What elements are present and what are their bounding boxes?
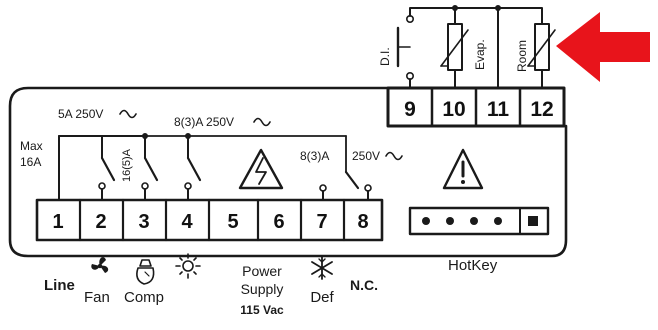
- power-label-line2: Supply: [241, 281, 284, 297]
- def-relay-contact: [344, 170, 360, 190]
- di-label: D.I.: [378, 47, 392, 66]
- hotkey-frame: [408, 206, 550, 236]
- room-label: Room: [515, 40, 529, 72]
- terminal-2: 2: [95, 211, 106, 233]
- comp-relay-contact: [143, 156, 159, 182]
- def-voltage: 250V: [352, 149, 380, 163]
- hotkey-connector: [408, 206, 550, 236]
- ac-symbol: [119, 109, 137, 119]
- light-icon: [175, 253, 201, 279]
- pin: [422, 217, 430, 225]
- fan-relay-contact: [100, 156, 116, 182]
- terminal-4: 4: [181, 211, 193, 233]
- sensor-wiring: D.I. Evap. Room: [378, 5, 556, 89]
- fan-icon: [91, 257, 109, 273]
- probe-slash: [440, 29, 469, 67]
- arrow-icon: [556, 12, 650, 82]
- main-terminal-block: 1 2 3 4 5 6 7 8: [35, 198, 384, 242]
- relay-wiring: [58, 133, 372, 201]
- fan-label: Fan: [84, 289, 110, 306]
- comp-label: Comp: [124, 289, 164, 306]
- comp-rating: 16(5)A: [121, 148, 133, 182]
- terminal-6: 6: [273, 211, 284, 233]
- evap-label: Evap.: [473, 39, 487, 70]
- fan-rating: 5A 250V: [58, 107, 103, 121]
- probe-slash: [527, 29, 556, 67]
- terminal-10: 10: [442, 98, 465, 121]
- terminal-7: 7: [316, 211, 327, 233]
- pin: [528, 216, 538, 226]
- light-relay-contact: [186, 156, 202, 182]
- max-label-line1: Max: [20, 139, 43, 153]
- terminal-3: 3: [138, 211, 149, 233]
- pin: [470, 217, 478, 225]
- terminal-8: 8: [357, 211, 368, 233]
- pin: [494, 217, 502, 225]
- defrost-icon: [311, 256, 333, 280]
- terminal-11: 11: [487, 98, 510, 121]
- controller-housing: [8, 86, 568, 258]
- voltage-label: 115 Vac: [240, 303, 284, 317]
- terminal-5: 5: [227, 211, 238, 233]
- hotkey-label: HotKey: [448, 257, 498, 274]
- ac-symbol: [253, 117, 271, 127]
- terminal-1: 1: [52, 211, 63, 233]
- relay-rating: 8(3)A 250V: [174, 115, 234, 129]
- ac-symbol: [385, 151, 403, 161]
- power-label-line1: Power: [242, 263, 282, 279]
- sensor-bus: [409, 7, 543, 17]
- contact-terminal: [405, 15, 414, 24]
- def-rating: 8(3)A: [300, 149, 329, 163]
- pin: [446, 217, 454, 225]
- top-terminal-block: 9 10 11 12: [386, 86, 566, 128]
- max-label-line2: 16A: [20, 155, 41, 169]
- warning-icon: [238, 148, 284, 190]
- compressor-icon: [136, 259, 155, 285]
- warning-icon: [442, 148, 484, 190]
- nc-label: N.C.: [350, 277, 378, 293]
- def-label: Def: [310, 289, 334, 306]
- terminal-9: 9: [404, 98, 416, 121]
- line-label: Line: [44, 277, 75, 294]
- terminal-12: 12: [530, 98, 553, 121]
